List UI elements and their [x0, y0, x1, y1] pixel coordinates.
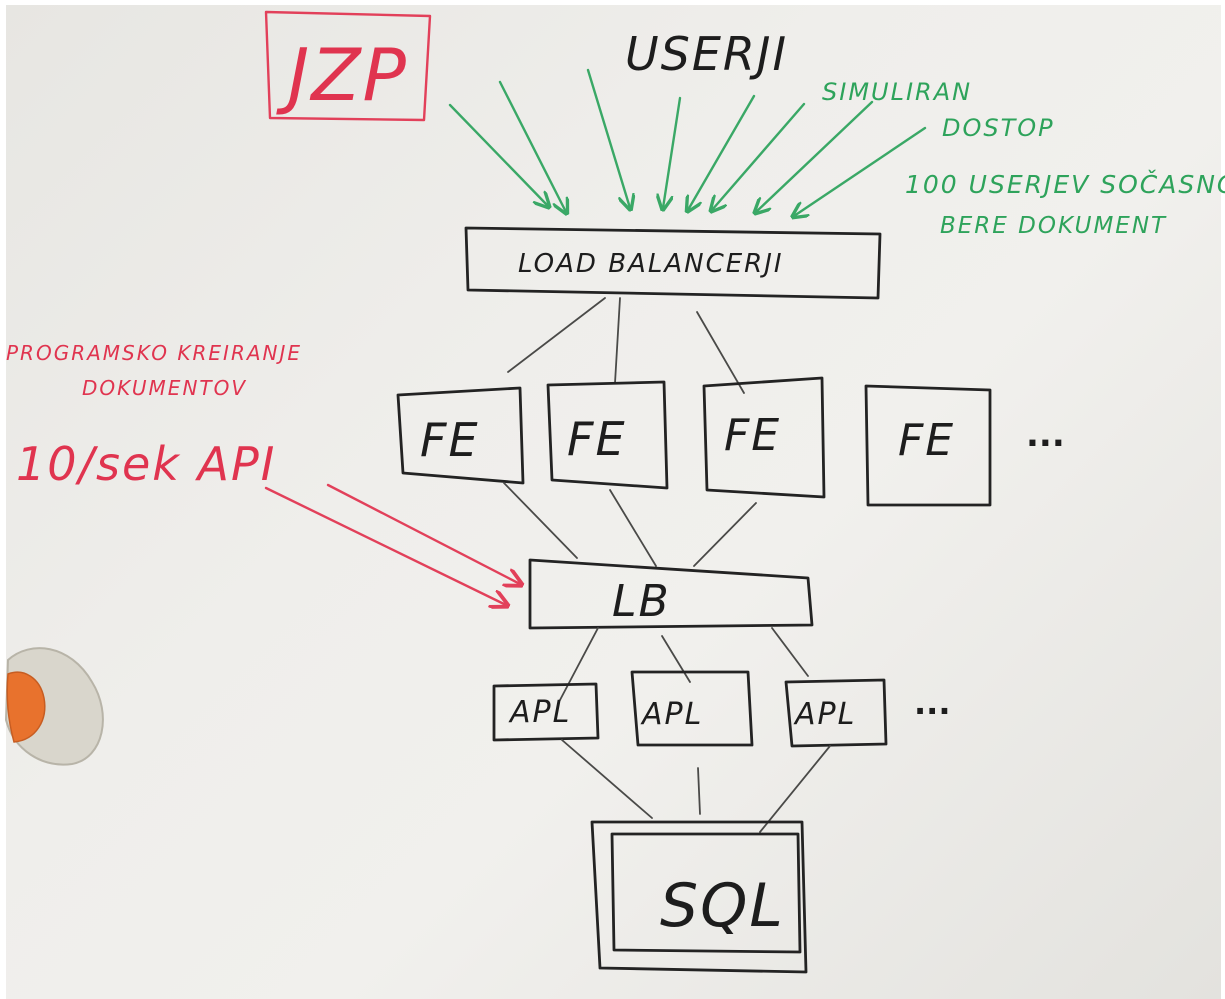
user-arrow	[663, 96, 682, 208]
sql-label: SQL	[660, 871, 785, 941]
user-arrow	[712, 102, 806, 210]
frontend-label: FE	[567, 412, 627, 466]
user-arrow	[498, 80, 566, 212]
frontend-box: FE	[546, 380, 669, 490]
jzp-label: JZP	[276, 33, 408, 117]
user-arrow	[448, 103, 548, 206]
users-label: USERJI	[625, 27, 788, 81]
fe-to-lb-connectors	[503, 482, 757, 567]
user-arrows	[448, 68, 927, 216]
frontend-label: FE	[898, 415, 955, 466]
lb-box: LB	[528, 558, 814, 630]
jzp-box: JZP	[264, 10, 432, 122]
user-arrow	[586, 68, 630, 208]
load-balancer-box: LOAD BALANCERJI	[464, 226, 882, 300]
frontend-box: FE	[702, 376, 826, 499]
simulated-access-line2: DOSTOP	[942, 114, 1055, 142]
app-label: APL	[508, 695, 571, 730]
app-more-ellipsis: ...	[914, 684, 950, 722]
lb-label: LB	[612, 576, 671, 627]
load-balancer-label: LOAD BALANCERJI	[518, 249, 784, 279]
lb-to-fe-connectors	[507, 297, 745, 394]
frontend-label: FE	[724, 410, 781, 461]
app-label: APL	[640, 697, 703, 732]
frontend-box: FE	[396, 386, 525, 485]
app-box: APL	[492, 682, 600, 742]
programmatic-line2: DOKUMENTOV	[82, 376, 247, 400]
programmatic-line1: PROGRAMSKO KREIRANJE	[6, 341, 302, 365]
photo-border-top	[0, 0, 1225, 5]
whiteboard-eraser	[4, 647, 104, 766]
lb-to-apl-connectors	[559, 627, 809, 701]
apl-to-sql-connectors	[561, 739, 831, 833]
app-box: APL	[784, 678, 888, 748]
sql-database-box: SQL	[590, 820, 808, 974]
api-arrow	[264, 486, 506, 605]
api-arrows	[264, 483, 520, 605]
concurrent-users-line1: 100 USERJEV SOČASNO	[905, 169, 1225, 199]
app-box: APL	[630, 670, 754, 747]
app-label: APL	[793, 697, 856, 732]
simulated-access-line1: SIMULIRAN	[822, 78, 972, 106]
frontend-more-ellipsis: ...	[1026, 415, 1065, 455]
user-arrow	[794, 126, 927, 216]
user-arrow	[756, 100, 874, 212]
concurrent-users-line2: BERE DOKUMENT	[940, 213, 1167, 239]
api-rate-label: 10/sek API	[16, 437, 276, 491]
api-arrow	[326, 483, 520, 584]
frontend-box: FE	[864, 384, 992, 507]
frontend-label: FE	[420, 413, 480, 467]
photo-border-left	[0, 0, 6, 999]
user-arrow	[688, 94, 756, 210]
photo-border-right	[1221, 0, 1225, 999]
